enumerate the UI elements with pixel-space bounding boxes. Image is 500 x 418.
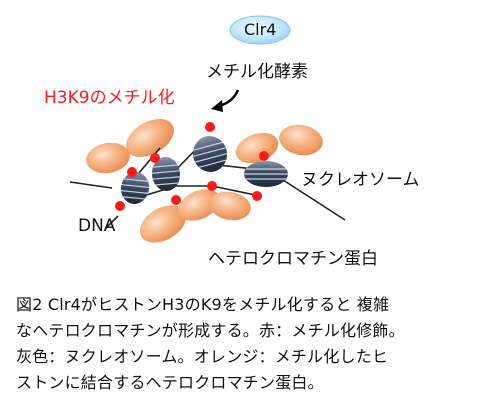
methylation-dot	[115, 201, 125, 211]
clr4-enzyme-shape	[229, 15, 291, 45]
nucleosome	[192, 136, 228, 172]
heterochromatin-diagram	[69, 15, 346, 243]
methylation-label: H3K9のメチル化	[44, 88, 175, 108]
caption-line: 灰色：ヌクレオソーム。オレンジ：メチル化したヒ	[16, 347, 389, 366]
heterochromatin-proteins	[86, 119, 323, 243]
protein-blob	[178, 189, 220, 221]
methylation-dot	[207, 181, 217, 191]
dna-label: DNA	[78, 216, 116, 236]
methylation-marks	[115, 122, 269, 211]
protein-blob	[209, 191, 251, 221]
methylation-dot	[259, 151, 269, 161]
caption-line: ストンに結合するヘテロクロマチン蛋白。	[16, 373, 324, 392]
enzyme-desc-label: メチル化酵素	[206, 62, 308, 82]
caption-line: 図2 Clr4がヒストンH3のK9をメチル化すると 複雑	[16, 295, 390, 314]
figure-caption: 図2 Clr4がヒストンH3のK9をメチル化すると 複雑 なヘテロクロマチンが形…	[16, 292, 494, 396]
methylation-arrowhead	[211, 100, 223, 112]
heterochromatin-protein-label: ヘテロクロマチン蛋白	[208, 249, 378, 269]
clr4-label: Clr4	[244, 20, 277, 39]
methylation-dot	[127, 167, 137, 177]
nucleosome	[244, 161, 288, 187]
nucleosome-label: ヌクレオソーム	[301, 170, 420, 190]
methylation-dot	[171, 195, 181, 205]
nucleosomes	[120, 136, 288, 204]
protein-blob	[86, 142, 130, 174]
methylation-dot	[252, 191, 262, 201]
protein-blob	[139, 205, 187, 243]
protein-blob	[279, 124, 323, 156]
methylation-dot	[205, 122, 215, 132]
nucleosome	[151, 157, 181, 191]
caption-line: なヘテロクロマチンが形成する。赤：メチル化修飾。	[16, 321, 405, 340]
protein-blob	[126, 119, 174, 157]
methylation-dot	[150, 153, 160, 163]
nucleosome	[120, 172, 150, 204]
